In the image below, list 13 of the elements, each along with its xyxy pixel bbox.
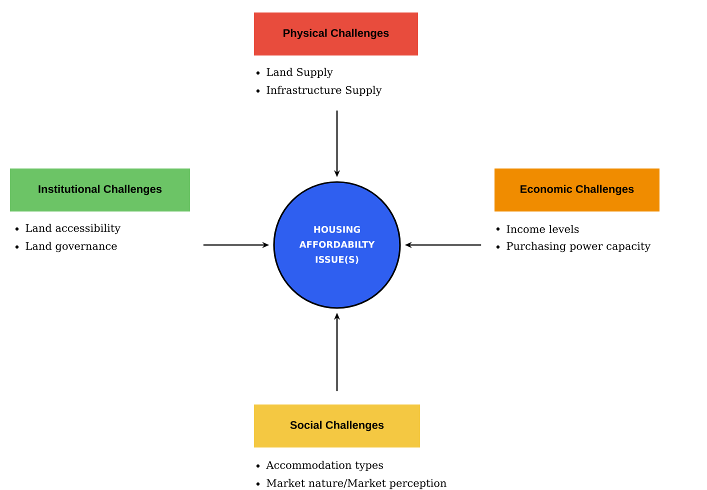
list-item: Purchasing power capacity	[506, 242, 651, 252]
header-box: Economic Challenges	[494, 168, 660, 212]
list-item: Market nature/Market perception	[266, 478, 446, 490]
list-item: Accommodation types	[266, 460, 383, 472]
header-box: Physical Challenges	[254, 12, 418, 56]
list-item: Income levels	[506, 224, 579, 234]
list-item: Infrastructure Supply	[266, 86, 382, 96]
circle-node: HOUSING AFFORDABILTY ISSUE(S)	[273, 181, 401, 309]
list-item: Land governance	[26, 242, 117, 252]
list-item: Land accessibility	[26, 224, 121, 234]
list-item: Land Supply	[266, 68, 333, 78]
header-box: Institutional Challenges	[10, 168, 190, 212]
header-box: Social Challenges	[254, 404, 420, 448]
